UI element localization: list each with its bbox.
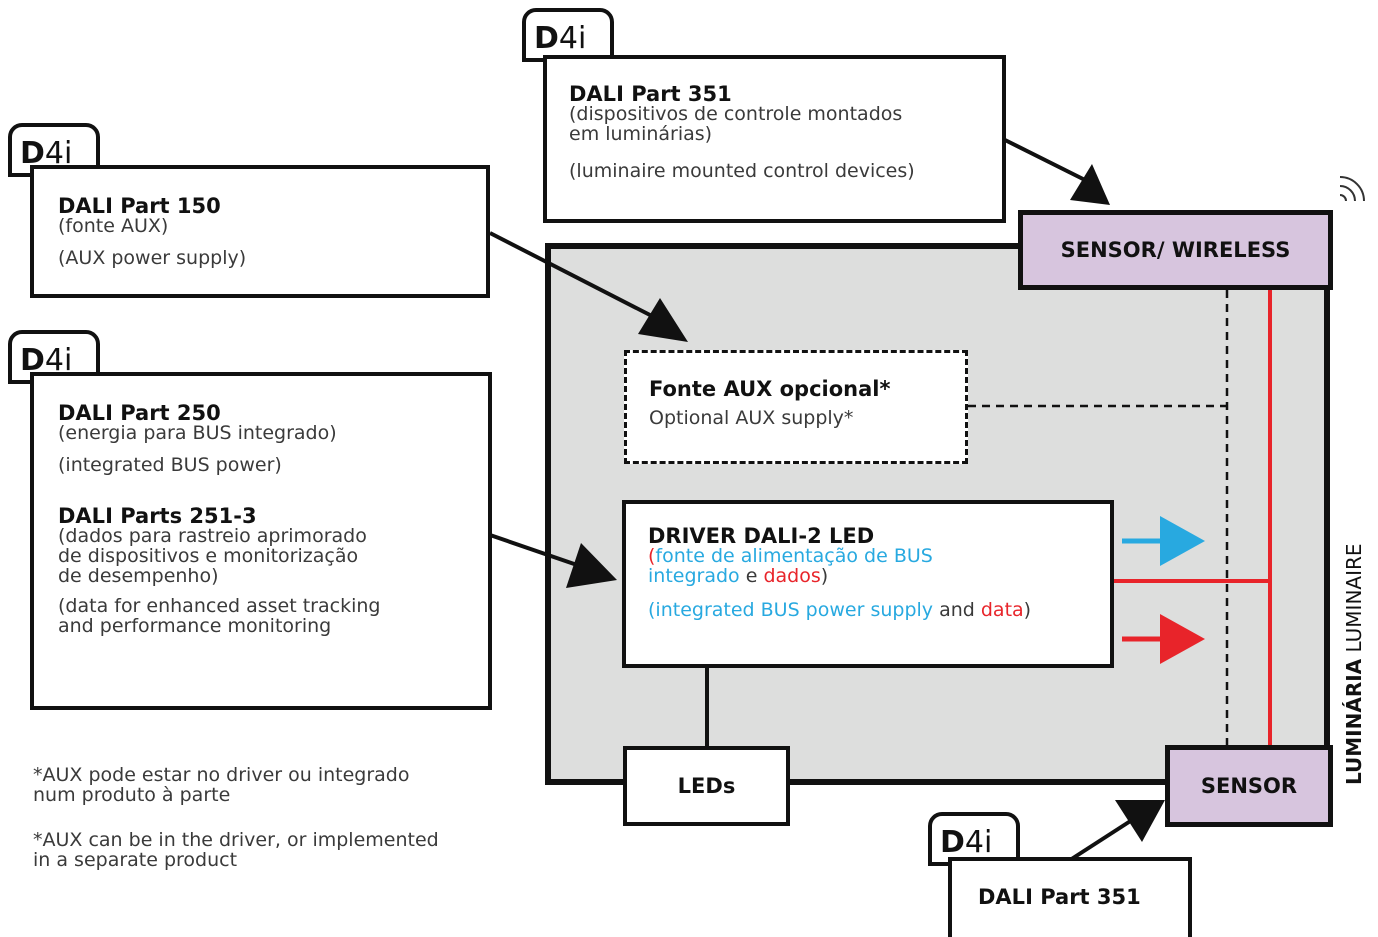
driver-and-en: and [933, 598, 981, 621]
part251-en2: and performance monitoring [58, 614, 332, 637]
d4i-tag-part351-top: D4i [522, 8, 614, 62]
part251-en1: (data for enhanced asset tracking [58, 594, 381, 617]
part351-top-title: DALI Part 351 [569, 82, 732, 106]
part250-pt: (energia para BUS integrado) [58, 422, 337, 444]
part150-box: DALI Part 150 (fonte AUX) (AUX power sup… [30, 165, 490, 298]
arrow-351b-head [1115, 800, 1165, 842]
aux-en: Optional AUX supply* [649, 407, 854, 429]
d4i-tag-d: D [940, 825, 965, 860]
driver-blue-pt2: integrado [648, 564, 740, 587]
d4i-tag-rest: 4i [44, 343, 73, 378]
sensor-label: SENSOR [1200, 774, 1298, 798]
part150-title: DALI Part 150 [58, 194, 221, 218]
part150-pt: (fonte AUX) [58, 215, 169, 237]
aux-supply-box: Fonte AUX opcional* Optional AUX supply* [624, 350, 968, 464]
arrow-150-line [489, 231, 651, 317]
sensor-wireless-box: SENSOR/ WIRELESS [1018, 210, 1333, 290]
leds-label: LEDs [677, 774, 736, 798]
d4i-tag-rest: 4i [44, 136, 73, 171]
part150-en: (AUX power supply) [58, 246, 247, 269]
footnote-pt1: *AUX pode estar no driver ou integrado [33, 764, 410, 786]
driver-close-paren-en: ) [1023, 598, 1032, 621]
blue-arrow-head [1160, 516, 1205, 566]
arrow-351-head [1070, 164, 1110, 205]
part351-bottom-box: DALI Part 351 [948, 857, 1192, 937]
part351-top-box: DALI Part 351 (dispositivos de controle … [543, 55, 1006, 223]
part351-top-en: (luminaire mounted control devices) [569, 159, 915, 182]
driver-red-en: data [980, 598, 1024, 621]
wireless-icon [1339, 176, 1365, 202]
driver-title: DRIVER DALI-2 LED [648, 524, 875, 548]
driver-close-paren: ) [820, 564, 829, 587]
driver-box: DRIVER DALI-2 LED (fonte de alimentação … [622, 500, 1114, 668]
d4i-tag-rest: 4i [558, 21, 587, 56]
part251-title: DALI Parts 251-3 [58, 503, 257, 528]
driver-open-paren-en: ( [648, 598, 656, 621]
part351-bottom-title: DALI Part 351 [978, 885, 1141, 909]
part250-en: (integrated BUS power) [58, 453, 282, 476]
part351-top-pt1: (dispositivos de controle montados [569, 103, 903, 125]
luminaire-label-en: LUMINAIRE [1342, 543, 1366, 653]
arrow-351-line [1004, 138, 1086, 182]
footnote-en1: *AUX can be in the driver, or implemente… [33, 828, 439, 851]
part251-pt2: de dispositivos e monitorização [58, 544, 359, 567]
arrow-150-head [638, 298, 688, 342]
sensor-box: SENSOR [1165, 745, 1333, 827]
driver-open-paren: ( [648, 545, 656, 567]
driver-blue-pt1: fonte de alimentação de BUS [655, 545, 933, 567]
part250-title: DALI Part 250 [58, 401, 221, 425]
aux-title: Fonte AUX opcional* [649, 377, 891, 401]
part251-pt1: (dados para rastreio aprimorado [58, 524, 367, 547]
luminaire-label: LUMINÁRIA LUMINAIRE [1342, 543, 1366, 785]
arrow-250-head [566, 543, 617, 588]
d4i-tag-d: D [20, 136, 45, 171]
leds-box: LEDs [623, 746, 790, 826]
red-arrow-head [1160, 614, 1205, 664]
arrow-351b-line [1068, 818, 1134, 862]
d4i-tag-d: D [534, 21, 559, 56]
footnote-en2: in a separate product [33, 848, 238, 871]
d4i-tag-d: D [20, 343, 45, 378]
footnote-pt2: num produto à parte [33, 783, 231, 806]
luminaire-label-bold: LUMINÁRIA [1342, 658, 1366, 785]
driver-and-pt: e [739, 564, 764, 587]
sensor-wireless-label: SENSOR/ WIRELESS [1060, 238, 1291, 262]
part351-top-pt2: em luminárias) [569, 122, 713, 145]
driver-blue-en: integrated BUS power supply [655, 598, 934, 621]
d4i-tag-rest: 4i [964, 825, 993, 860]
part250-box: DALI Part 250 (energia para BUS integrad… [30, 372, 492, 710]
arrow-250-line [489, 533, 581, 568]
footnote: *AUX pode estar no driver ou integrado n… [33, 764, 439, 871]
part251-pt3: de desempenho) [58, 564, 219, 587]
driver-red-pt: dados [763, 564, 821, 587]
